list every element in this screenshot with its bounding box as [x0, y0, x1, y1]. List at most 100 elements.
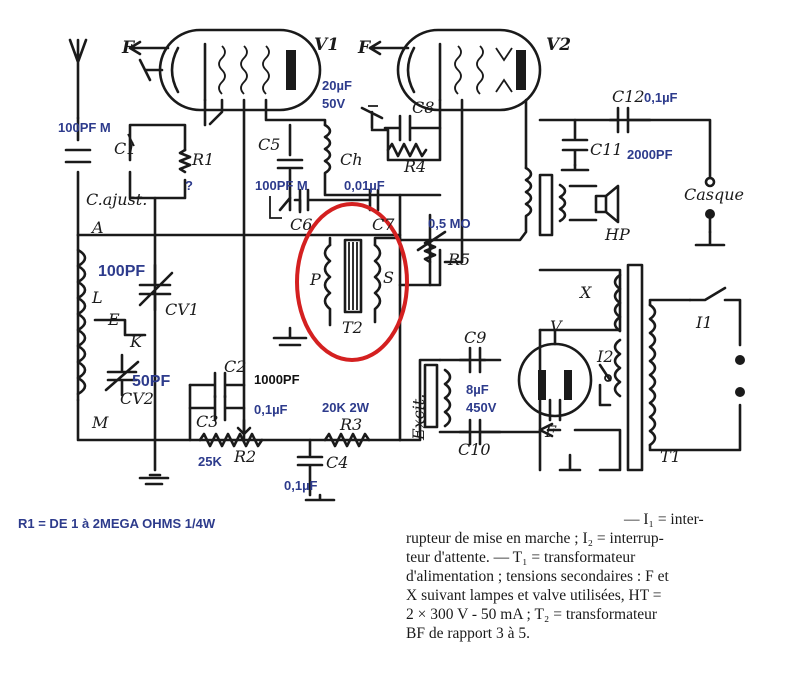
label-k: K — [129, 332, 143, 351]
label-t1: T1 — [660, 447, 681, 466]
label-r1: R1 — [191, 150, 214, 169]
capacitor-c2-c3 — [188, 371, 246, 442]
label-cv2: CV2 — [120, 389, 154, 408]
label-r4: R4 — [403, 157, 426, 176]
label-c12: C12 — [612, 87, 645, 106]
label-v: V — [550, 317, 563, 336]
coil-l — [76, 248, 147, 396]
label-c11: C11 — [590, 140, 623, 159]
v2-ground-stub — [360, 106, 384, 130]
excitation-coil — [423, 363, 452, 429]
label-l: L — [91, 288, 103, 307]
label-c6: C6 — [290, 215, 312, 234]
capacitor-c4 — [296, 438, 324, 497]
capacitor-c6-c7 — [293, 188, 380, 212]
resistor-r1 — [178, 148, 192, 174]
label-c5: C5 — [258, 135, 280, 154]
r1-value-note: R1 = DE 1 à 2MEGA OHMS 1/4W — [18, 516, 216, 531]
caption-line-5: X suivant lampes et valve utilisées, HT … — [406, 587, 662, 604]
caption-line-7: BF de rapport 3 à 5. — [406, 625, 530, 642]
label-r3: R3 — [339, 415, 362, 434]
label-c9: C9 — [464, 328, 486, 347]
capacitor-c8 — [383, 114, 442, 142]
antenna-symbol — [68, 38, 88, 120]
speaker-icon — [594, 184, 620, 224]
caption-line-2: rupteur de mise en marche ; I₂ = interru… — [406, 530, 664, 547]
headphone-jack — [704, 176, 716, 234]
label-r2: R2 — [233, 447, 256, 466]
label-c3: C3 — [196, 412, 218, 431]
switch-i2 — [598, 363, 612, 407]
v2-filament-lead — [368, 40, 410, 56]
label-c8: C8 — [412, 98, 434, 117]
annotation-filter-volt: 450V — [466, 400, 497, 415]
variable-capacitor-cv1 — [138, 263, 174, 312]
annotation-c8-cap: 20µF — [322, 78, 352, 93]
annotation-c8-volt: 50V — [322, 96, 345, 111]
label-ch: Ch — [340, 150, 363, 169]
label-c-ajust: C.ajust. — [86, 190, 147, 209]
capacitor-c12 — [608, 106, 652, 134]
annotation-c2-value: 1000PF — [254, 372, 300, 387]
label-p: P — [309, 270, 321, 289]
label-r5: R5 — [447, 250, 470, 269]
power-transformer-t1 — [538, 263, 742, 472]
tube-v2 — [396, 28, 542, 112]
tube-v1 — [158, 28, 322, 112]
output-transformer — [538, 173, 598, 237]
variable-capacitor-cv2 — [104, 353, 140, 397]
transformer-t2 — [323, 236, 402, 327]
label-c7: C7 — [372, 215, 395, 234]
annotation-c3-value: 0,1µF — [254, 402, 288, 417]
annotation-c11-value: 2000PF — [627, 147, 673, 162]
annotation-r3-value: 20K 2W — [322, 400, 370, 415]
v1-ground-stub — [138, 58, 164, 82]
label-excit: Excit. — [409, 394, 428, 441]
rectifier-valve — [517, 328, 593, 422]
caption-line-1: — I₁ = inter- — [624, 511, 704, 528]
annotation-c5-value: 100PF M — [255, 178, 308, 193]
label-t2: T2 — [342, 318, 363, 337]
annotation-r1-question: ? — [185, 178, 193, 193]
annotation-c7-value: 0,01µF — [344, 178, 385, 193]
label-v2: V2 — [546, 35, 571, 55]
caption-line-6: 2 × 300 V - 50 mA ; T₂ = transformateur — [406, 606, 658, 623]
potentiometer-r2 — [198, 418, 264, 448]
label-i1: I1 — [695, 313, 713, 332]
ground-symbols — [138, 163, 726, 502]
label-cv1: CV1 — [165, 300, 199, 319]
resistor-r4 — [386, 142, 428, 158]
annotation-filter-cap: 8µF — [466, 382, 489, 397]
label-x: X — [578, 283, 592, 302]
annotation-r2-value: 25K — [198, 454, 222, 469]
resistor-r3 — [323, 432, 371, 448]
label-hp: HP — [604, 225, 630, 244]
highlight-circle — [295, 202, 409, 362]
label-m: M — [91, 413, 109, 432]
label-c10: C10 — [458, 440, 491, 459]
annotation-c12-value: 0,1µF — [644, 90, 678, 105]
annotation-cv2-value: 50PF — [132, 373, 170, 390]
label-a: A — [90, 218, 104, 237]
annotation-c4-value: 0,1µF — [284, 478, 318, 493]
label-f-valve: F — [544, 422, 557, 441]
label-c4: C4 — [326, 453, 348, 472]
potentiometer-r5 — [416, 230, 447, 264]
switch-i1 — [688, 286, 745, 397]
caption-line-3: teur d'attente. — T₁ = transformateur — [406, 549, 636, 566]
caption-line-4: d'alimentation ; tensions secondaires : … — [406, 568, 669, 585]
annotation-c1-value: 100PF M — [58, 120, 111, 135]
label-f-v1: F — [121, 38, 136, 58]
label-casque: Casque — [684, 185, 744, 204]
figure-caption: — I₁ = inter- rupteur de mise en marche … — [406, 510, 758, 643]
label-f-v2: F — [357, 38, 372, 58]
label-v1: V1 — [314, 35, 339, 55]
label-e: E — [107, 310, 120, 329]
label-s: S — [383, 268, 394, 287]
annotation-r5-value: 0,5 MO — [428, 216, 471, 231]
v1-filament-lead — [128, 40, 170, 56]
label-i2: I2 — [596, 347, 614, 366]
label-c2: C2 — [224, 357, 246, 376]
label-c1: C1 — [114, 139, 136, 158]
